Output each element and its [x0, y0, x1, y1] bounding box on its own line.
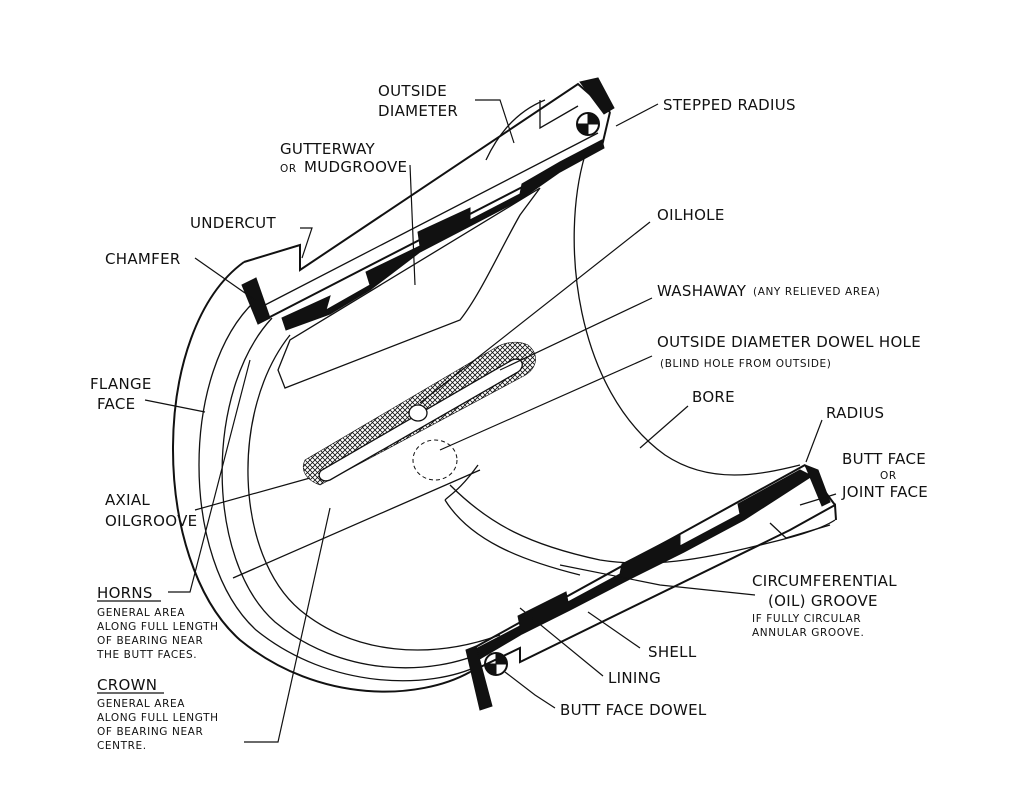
flange-outer-curve — [172, 261, 471, 693]
bore-lower-lip — [444, 464, 479, 501]
label-axial: AXIAL — [105, 491, 150, 509]
label-crown-note-3: OF BEARING NEAR — [97, 726, 203, 738]
left-chamfer-black — [241, 277, 271, 325]
label-gutterway-or: OR — [280, 163, 297, 175]
label-oil-groove: (OIL) GROOVE — [768, 592, 878, 610]
label-circ-note-1: IF FULLY CIRCULAR — [752, 613, 861, 625]
leader-lines — [144, 99, 837, 743]
label-bore: BORE — [692, 388, 735, 406]
label-joint-face: JOINT FACE — [841, 483, 928, 501]
butt-face-dowel-symbol — [484, 652, 508, 676]
label-circ-note-2: ANNULAR GROOVE. — [752, 627, 864, 639]
label-shell: SHELL — [648, 643, 697, 661]
label-oilgroove: OILGROOVE — [105, 512, 197, 530]
label-mudgroove: MUDGROOVE — [304, 158, 407, 176]
label-outside-diameter-1: OUTSIDE — [378, 82, 447, 100]
label-radius: RADIUS — [826, 404, 884, 422]
label-butt-face-dowel: BUTT FACE DOWEL — [560, 701, 707, 719]
label-gutterway: GUTTERWAY — [280, 140, 375, 158]
label-chamfer: CHAMFER — [105, 250, 181, 268]
label-lining: LINING — [608, 669, 661, 687]
label-horns: HORNS — [97, 584, 153, 602]
bore-lower-inner — [444, 499, 581, 576]
bore-front-curve — [247, 334, 501, 651]
right-butt-black — [804, 464, 831, 507]
label-horns-note-1: GENERAL AREA — [97, 607, 185, 619]
top-stepped-black — [579, 77, 615, 115]
bottom-lining-black — [469, 469, 814, 661]
bottom-step — [769, 522, 831, 539]
label-flange: FLANGE — [90, 375, 152, 393]
top-wall-step — [539, 100, 579, 130]
label-horns-note-2: ALONG FULL LENGTH — [97, 621, 219, 633]
label-crown-note-2: ALONG FULL LENGTH — [97, 712, 219, 724]
label-crown: CROWN — [97, 676, 157, 694]
label-butt-face-or: OR — [880, 470, 897, 482]
gutterway-edge — [277, 187, 541, 389]
bearing-drawing — [172, 77, 837, 711]
label-horns-note-4: THE BUTT FACES. — [96, 649, 197, 661]
top-lining-black — [281, 139, 605, 331]
stepped-radius-dowel — [576, 112, 600, 136]
label-face: FACE — [97, 395, 135, 413]
top-butt-face — [601, 111, 611, 147]
label-horns-note-3: OF BEARING NEAR — [97, 635, 203, 647]
label-washaway: WASHAWAY — [657, 282, 747, 300]
oilhole-circle — [408, 404, 428, 422]
label-stepped-radius: STEPPED RADIUS — [663, 96, 796, 114]
bottom-wall-outer — [469, 503, 837, 673]
bore-back-curve — [573, 154, 801, 476]
label-circumferential: CIRCUMFERENTIAL — [752, 572, 897, 590]
label-crown-note-1: GENERAL AREA — [97, 698, 185, 710]
label-od-dowel-hole-note: (BLIND HOLE FROM OUTSIDE) — [660, 358, 831, 370]
label-oilhole: OILHOLE — [657, 206, 725, 224]
od-curve — [485, 99, 546, 161]
flange-inner-curve — [221, 317, 489, 669]
label-butt-face: BUTT FACE — [842, 450, 926, 468]
crown-line — [232, 469, 481, 579]
label-crown-note-4: CENTRE. — [97, 740, 147, 752]
label-outside-diameter-2: DIAMETER — [378, 102, 458, 120]
left-bottom-black — [465, 645, 493, 711]
label-undercut: UNDERCUT — [190, 214, 276, 232]
flange-middle-curve — [198, 299, 481, 682]
label-washaway-note: (ANY RELIEVED AREA) — [753, 286, 880, 298]
od-dowel-hole-dashed — [412, 439, 458, 481]
label-od-dowel-hole: OUTSIDE DIAMETER DOWEL HOLE — [657, 333, 921, 351]
top-wall-lining — [264, 132, 599, 306]
labels: OUTSIDE DIAMETER STEPPED RADIUS GUTTERWA… — [90, 82, 928, 752]
